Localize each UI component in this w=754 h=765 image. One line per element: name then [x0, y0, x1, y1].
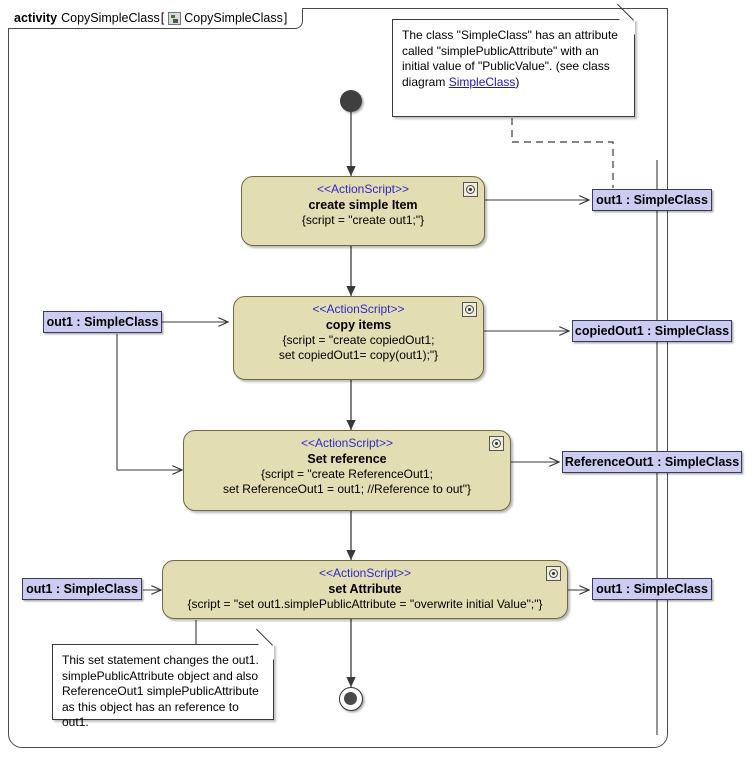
object-node-out1-left-2[interactable]: out1 : SimpleClass [22, 578, 142, 600]
action-script: {script = "set out1.simplePublicAttribut… [187, 597, 543, 611]
note-line-2: simplePublicAttribute object and also [62, 668, 259, 683]
activity-final-node[interactable] [339, 687, 363, 711]
frame-bracket-close: ] [283, 11, 288, 26]
note-line-2: called "simplePublicAttribute" with an [402, 43, 599, 58]
action-set-attribute[interactable]: <<ActionScript>> set Attribute {script =… [162, 560, 568, 619]
note-line-4-post: ) [515, 74, 520, 89]
action-stereotype: <<ActionScript>> [300, 436, 394, 450]
activity-frame-header: activity CopySimpleClass [ CopySimpleCla… [8, 8, 304, 29]
note-line-1: The class "SimpleClass" has an attribute [402, 28, 618, 42]
object-node-label: out1 : SimpleClass [596, 193, 708, 207]
object-node-out1-right-2[interactable]: out1 : SimpleClass [592, 578, 712, 600]
note-line-1: This set statement changes the out1. [62, 653, 259, 667]
object-node-label: out1 : SimpleClass [26, 582, 138, 596]
initial-node[interactable] [340, 90, 362, 112]
object-node-label: ReferenceOut1 : SimpleClass [564, 455, 740, 469]
action-stereotype: <<ActionScript>> [318, 566, 412, 580]
frame-inner-name: CopySimpleClass [184, 11, 283, 26]
object-node-out1-left-1[interactable]: out1 : SimpleClass [43, 311, 162, 333]
note-link-simpleclass[interactable]: SimpleClass [448, 74, 516, 89]
note-line-3: ReferenceOut1 simplePublicAttribute [62, 684, 259, 698]
action-stereotype: <<ActionScript>> [312, 302, 405, 316]
action-title: copy items [325, 318, 392, 332]
note-fold-icon [258, 644, 274, 660]
action-script-icon [546, 566, 561, 581]
object-node-out1-right-1[interactable]: out1 : SimpleClass [592, 189, 712, 211]
note-set-statement[interactable]: This set statement changes the out1. sim… [52, 628, 274, 729]
frame-keyword: activity [14, 11, 58, 26]
action-script-icon [462, 302, 477, 317]
object-node-label: out1 : SimpleClass [46, 315, 159, 329]
action-script: {script = "create copiedOut1; set copied… [278, 333, 439, 362]
action-title: set Attribute [328, 582, 402, 596]
note-line-3: initial value of "PublicValue". (see cla… [402, 59, 610, 73]
note-line-4-pre: diagram [402, 74, 449, 89]
object-node-label: copiedOut1 : SimpleClass [574, 324, 730, 338]
action-script: {script = "create ReferenceOut1; set Ref… [222, 467, 472, 496]
note-simpleclass[interactable]: The class "SimpleClass" has an attribute… [392, 3, 635, 117]
note-fold-icon [619, 19, 635, 35]
action-script-icon [463, 182, 478, 197]
note-line-4: diagram SimpleClass) [402, 75, 625, 91]
frame-bracket-open: [ [160, 11, 165, 26]
action-script-icon [489, 436, 504, 451]
action-stereotype: <<ActionScript>> [316, 182, 410, 196]
object-node-referenceout1[interactable]: ReferenceOut1 : SimpleClass [562, 451, 742, 473]
action-create-simple-item[interactable]: <<ActionScript>> create simple Item {scr… [241, 176, 485, 246]
object-node-label: out1 : SimpleClass [596, 582, 708, 596]
frame-name: CopySimpleClass [61, 11, 160, 26]
action-title: Set reference [307, 452, 387, 466]
action-copy-items[interactable]: <<ActionScript>> copy items {script = "c… [233, 296, 484, 380]
activity-diagram-icon [168, 12, 182, 25]
object-node-copiedout1[interactable]: copiedOut1 : SimpleClass [572, 320, 732, 342]
action-title: create simple Item [308, 198, 418, 212]
note-line-4: as this object has an reference to out1. [62, 699, 239, 730]
action-set-reference[interactable]: <<ActionScript>> Set reference {script =… [183, 430, 511, 511]
action-script: {script = "create out1;"} [301, 213, 425, 227]
